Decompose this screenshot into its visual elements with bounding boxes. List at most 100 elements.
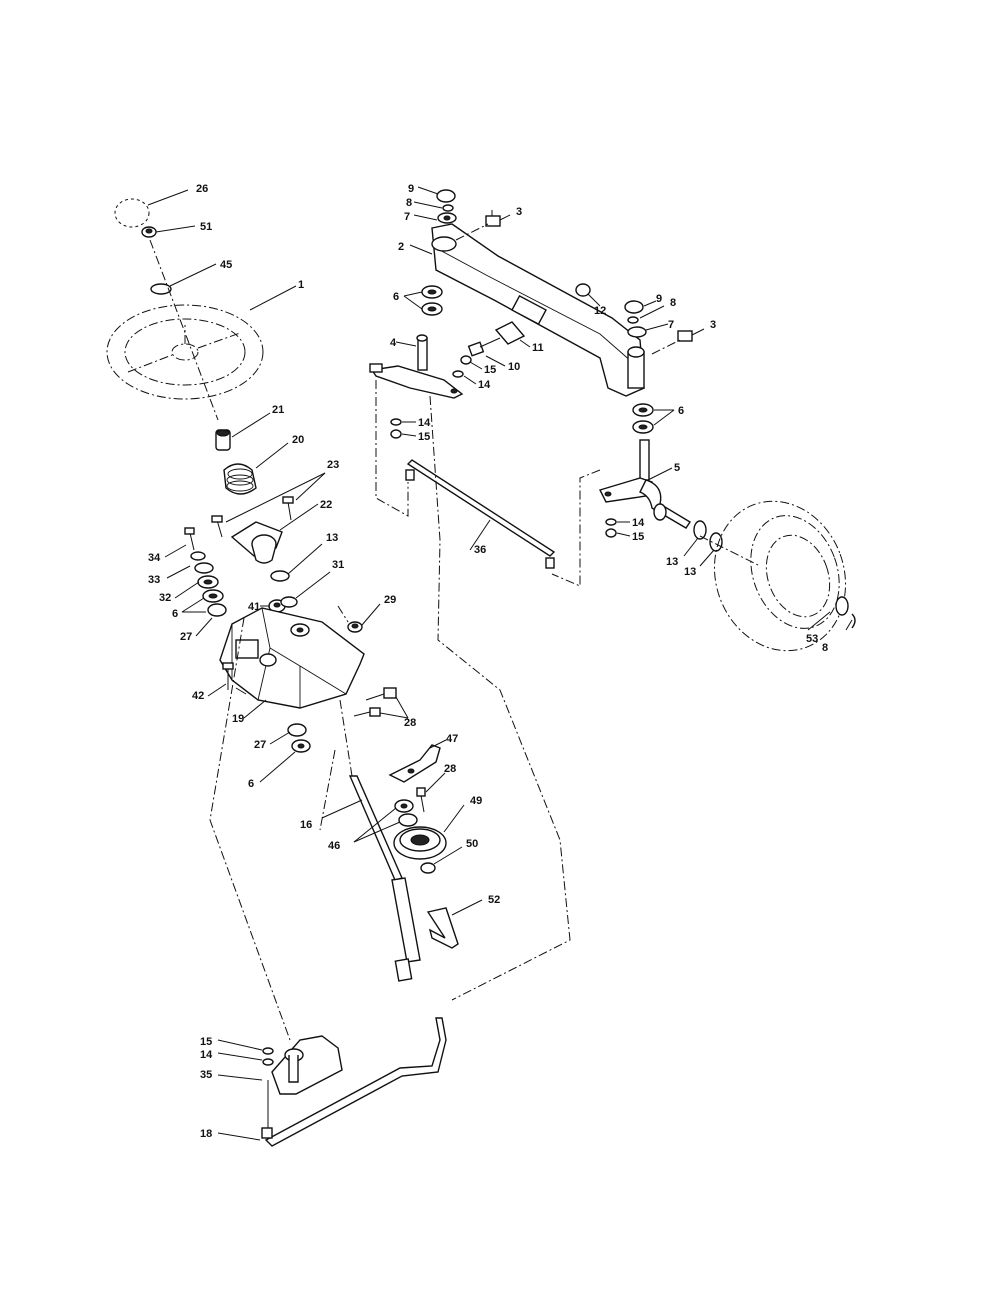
- front-axle-2: [409, 223, 645, 397]
- bushing-27-lower: [269, 723, 307, 745]
- label-33: 33: [148, 574, 160, 586]
- boot-20: [223, 442, 289, 495]
- label-13a: 13: [326, 532, 338, 544]
- label-41: 41: [248, 601, 260, 613]
- washer-45: [150, 263, 217, 295]
- steering-wheel: [106, 285, 297, 400]
- label-8c: 8: [822, 642, 828, 654]
- fitting-3-left: [455, 210, 511, 241]
- label-15c: 15: [418, 431, 430, 443]
- bolts-28: [353, 687, 409, 719]
- label-36: 36: [474, 544, 486, 556]
- label-14b: 14: [478, 379, 491, 391]
- washers-13-right: [683, 520, 723, 567]
- steering-shaft-16: [321, 699, 421, 982]
- label-15a: 15: [200, 1036, 212, 1048]
- bushing-27: [195, 617, 213, 637]
- label-7b: 7: [668, 319, 674, 331]
- label-6b: 6: [248, 778, 254, 790]
- label-13c: 13: [684, 566, 696, 578]
- washer-7-left: [413, 212, 457, 224]
- nut-15-right: [605, 528, 631, 538]
- bolt-10: [467, 337, 506, 367]
- bolt-28-b: [416, 772, 446, 813]
- tie-rod-36: [405, 459, 556, 569]
- label-32: 32: [159, 592, 171, 604]
- label-14c: 14: [418, 417, 431, 429]
- cap-9-left: [417, 186, 456, 203]
- label-6a: 6: [172, 608, 178, 620]
- washer-6-lower: [259, 739, 311, 783]
- spindle-4: [369, 334, 464, 399]
- bolts-23: [211, 472, 326, 538]
- washer-33: [166, 551, 214, 579]
- label-51: 51: [200, 221, 212, 233]
- label-27a: 27: [180, 631, 192, 643]
- plate-22: [230, 503, 319, 564]
- label-6d: 6: [678, 405, 684, 417]
- part-12: [575, 283, 601, 307]
- nut-15-mid: [390, 429, 417, 439]
- label-31: 31: [332, 559, 344, 571]
- label-34: 34: [148, 552, 161, 564]
- nut-50: [420, 846, 463, 874]
- label-27b: 27: [254, 739, 266, 751]
- label-15d: 15: [632, 531, 644, 543]
- label-8a: 8: [406, 197, 412, 209]
- nut-29: [347, 603, 381, 633]
- label-8b: 8: [670, 297, 676, 309]
- label-6c: 6: [393, 291, 399, 303]
- fitting-3-right: [651, 328, 705, 355]
- label-53: 53: [806, 633, 818, 645]
- nut-15-lower: [217, 1039, 274, 1055]
- gear-49: [393, 804, 465, 860]
- part-31: [280, 571, 331, 608]
- bushings-6-right: [632, 403, 675, 434]
- label-19: 19: [232, 713, 244, 725]
- sleeve-11: [494, 321, 531, 348]
- nut-15-upper: [460, 355, 483, 370]
- label-5: 5: [674, 462, 680, 474]
- bracket-47: [388, 739, 447, 783]
- nut-51: [141, 225, 196, 238]
- label-52: 52: [488, 894, 500, 906]
- label-26: 26: [196, 183, 208, 195]
- washer-14-mid: [390, 418, 416, 426]
- label-21: 21: [272, 404, 284, 416]
- spindle-5: [599, 439, 691, 529]
- label-11: 11: [532, 342, 544, 354]
- bushings-6-left: [403, 285, 443, 316]
- label-1: 1: [298, 279, 304, 291]
- label-42: 42: [192, 690, 204, 702]
- clip-8-right: [627, 305, 665, 324]
- washer-wheel: [835, 596, 856, 631]
- label-4: 4: [390, 337, 397, 349]
- label-22: 22: [320, 499, 332, 511]
- label-15b: 15: [484, 364, 496, 376]
- label-28a: 28: [404, 717, 416, 729]
- label-9b: 9: [656, 293, 662, 305]
- label-35: 35: [200, 1069, 212, 1081]
- label-14d: 14: [632, 517, 645, 529]
- clip-8-left: [413, 201, 454, 212]
- label-2: 2: [398, 241, 404, 253]
- washer-7-right: [627, 323, 669, 338]
- drag-link-18: [217, 1017, 447, 1147]
- wheel-53: [699, 500, 847, 652]
- label-7a: 7: [404, 211, 410, 223]
- label-9a: 9: [408, 183, 414, 195]
- label-28b: 28: [444, 763, 456, 775]
- right-spindle-tube: [627, 346, 645, 389]
- bracket-52: [426, 899, 483, 949]
- bushings-46: [353, 799, 418, 843]
- cap-9-right: [624, 300, 657, 314]
- label-13b: 13: [666, 556, 678, 568]
- washer-14-lower: [217, 1052, 274, 1066]
- label-3a: 3: [516, 206, 522, 218]
- label-46: 46: [328, 840, 340, 852]
- label-49: 49: [470, 795, 482, 807]
- washer-14-upper: [452, 370, 477, 385]
- bolt-34: [164, 527, 195, 558]
- washer-13-left: [270, 543, 323, 582]
